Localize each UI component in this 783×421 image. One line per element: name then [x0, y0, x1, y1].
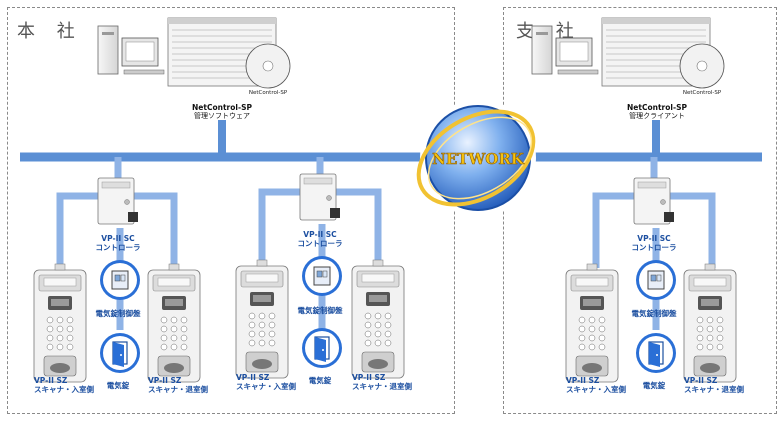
branch-lock-panel-icon — [635, 259, 677, 301]
network-label: NETWORK — [432, 150, 525, 168]
branch-lock-device-label: 電気錠制御盤 — [631, 309, 677, 318]
head-1-lock-panel-icon — [99, 259, 141, 301]
controller-type: コントローラ — [95, 243, 141, 252]
head-office-title: 本 社 — [17, 21, 83, 42]
controller-model: VP-II SC — [101, 234, 135, 243]
branch-workstation — [531, 17, 725, 89]
monitor-screen-icon — [125, 41, 155, 62]
controller-type: コントローラ — [631, 243, 677, 252]
head-software-subtitle: 管理ソフトウェア — [194, 112, 250, 120]
branch-controller-icon — [633, 177, 675, 225]
head-2-wire-right — [335, 188, 382, 268]
head-1-scanner-out-label: VP-II SZ スキャナ・退室側 — [148, 376, 208, 394]
controller-model: VP-II SC — [303, 230, 337, 239]
head-controller-2-icon — [299, 173, 341, 221]
pc-drive-icon — [102, 32, 114, 35]
scanner-side: スキャナ・退室側 — [148, 385, 208, 394]
head-1-wire-right — [133, 192, 178, 268]
branch-software-subtitle: 管理クライアント — [629, 112, 685, 120]
head-1-scanner-in-label: VP-II SZ スキャナ・入室側 — [34, 376, 94, 394]
branch-controller-label: VP-II SC コントローラ — [626, 234, 682, 252]
branch-lock-label: 電気錠 — [642, 381, 666, 390]
window-titlebar-icon — [602, 18, 710, 24]
head-2-lock-panel-icon — [301, 255, 343, 297]
head-workstation — [97, 17, 291, 89]
branch-door-icon — [635, 332, 677, 374]
head-2-door-icon — [301, 327, 343, 369]
network-ring-inner-icon — [427, 116, 533, 200]
cd-hole-icon — [696, 60, 708, 72]
branch-software-name: NetControl-SP — [627, 103, 687, 112]
head-software-name: NetControl-SP — [192, 103, 252, 112]
controller-type: コントローラ — [297, 239, 343, 248]
head-disc-label: NetControl-SP — [249, 90, 288, 96]
cd-hole-icon — [262, 60, 274, 72]
branch-wire-left — [592, 192, 639, 268]
network-ring-icon — [416, 109, 536, 207]
scanner-side: スキャナ・退室側 — [352, 382, 412, 391]
branch-scanner-out-icon — [683, 263, 737, 383]
head-2-scanner-in-icon — [235, 259, 289, 379]
scanner-side: スキャナ・入室側 — [34, 385, 94, 394]
head-1-lock-device-label: 電気錠制御盤 — [95, 309, 141, 318]
scanner-model: VP-II SZ — [148, 376, 182, 385]
scanner-model: VP-II SZ — [236, 373, 270, 382]
head-1-wire-left — [56, 192, 103, 268]
branch-disc-label: NetControl-SP — [683, 90, 722, 96]
head-controller-1-label: VP-II SC コントローラ — [90, 234, 146, 252]
head-2-lock-label: 電気錠 — [308, 376, 332, 385]
head-software-label: NetControl-SP 管理ソフトウェア — [190, 103, 254, 121]
controller-model: VP-II SC — [637, 234, 671, 243]
head-2-scanner-in-label: VP-II SZ スキャナ・入室側 — [236, 373, 296, 391]
branch-scanner-out-label: VP-II SZ スキャナ・退室側 — [684, 376, 744, 394]
pc-drive-icon — [536, 32, 548, 35]
pc-tower-icon — [531, 25, 553, 75]
head-2-wire-left — [258, 188, 305, 268]
head-1-scanner-out-icon — [147, 263, 201, 383]
head-2-scanner-out-label: VP-II SZ スキャナ・退室側 — [352, 373, 412, 391]
head-1-lock-label: 電気錠 — [106, 381, 130, 390]
pc-tower-icon — [97, 25, 119, 75]
head-1-scanner-in-icon — [33, 263, 87, 383]
monitor-screen-icon — [559, 41, 589, 62]
window-titlebar-icon — [168, 18, 276, 24]
branch-scanner-in-icon — [565, 263, 619, 383]
branch-scanner-in-label: VP-II SZ スキャナ・入室側 — [566, 376, 626, 394]
scanner-model: VP-II SZ — [684, 376, 718, 385]
head-1-door-icon — [99, 332, 141, 374]
head-2-scanner-out-icon — [351, 259, 405, 379]
head-controller-2-label: VP-II SC コントローラ — [292, 230, 348, 248]
branch-wire-right — [669, 192, 716, 268]
scanner-side: スキャナ・退室側 — [684, 385, 744, 394]
scanner-model: VP-II SZ — [352, 373, 386, 382]
head-controller-1-icon — [97, 177, 139, 225]
keyboard-icon — [557, 69, 599, 75]
scanner-model: VP-II SZ — [34, 376, 68, 385]
keyboard-icon — [123, 69, 165, 75]
scanner-model: VP-II SZ — [566, 376, 600, 385]
branch-software-label: NetControl-SP 管理クライアント — [624, 103, 690, 121]
scanner-side: スキャナ・入室側 — [236, 382, 296, 391]
branch-office-zone — [503, 7, 777, 414]
head-2-lock-device-label: 電気錠制御盤 — [297, 306, 343, 315]
scanner-side: スキャナ・入室側 — [566, 385, 626, 394]
